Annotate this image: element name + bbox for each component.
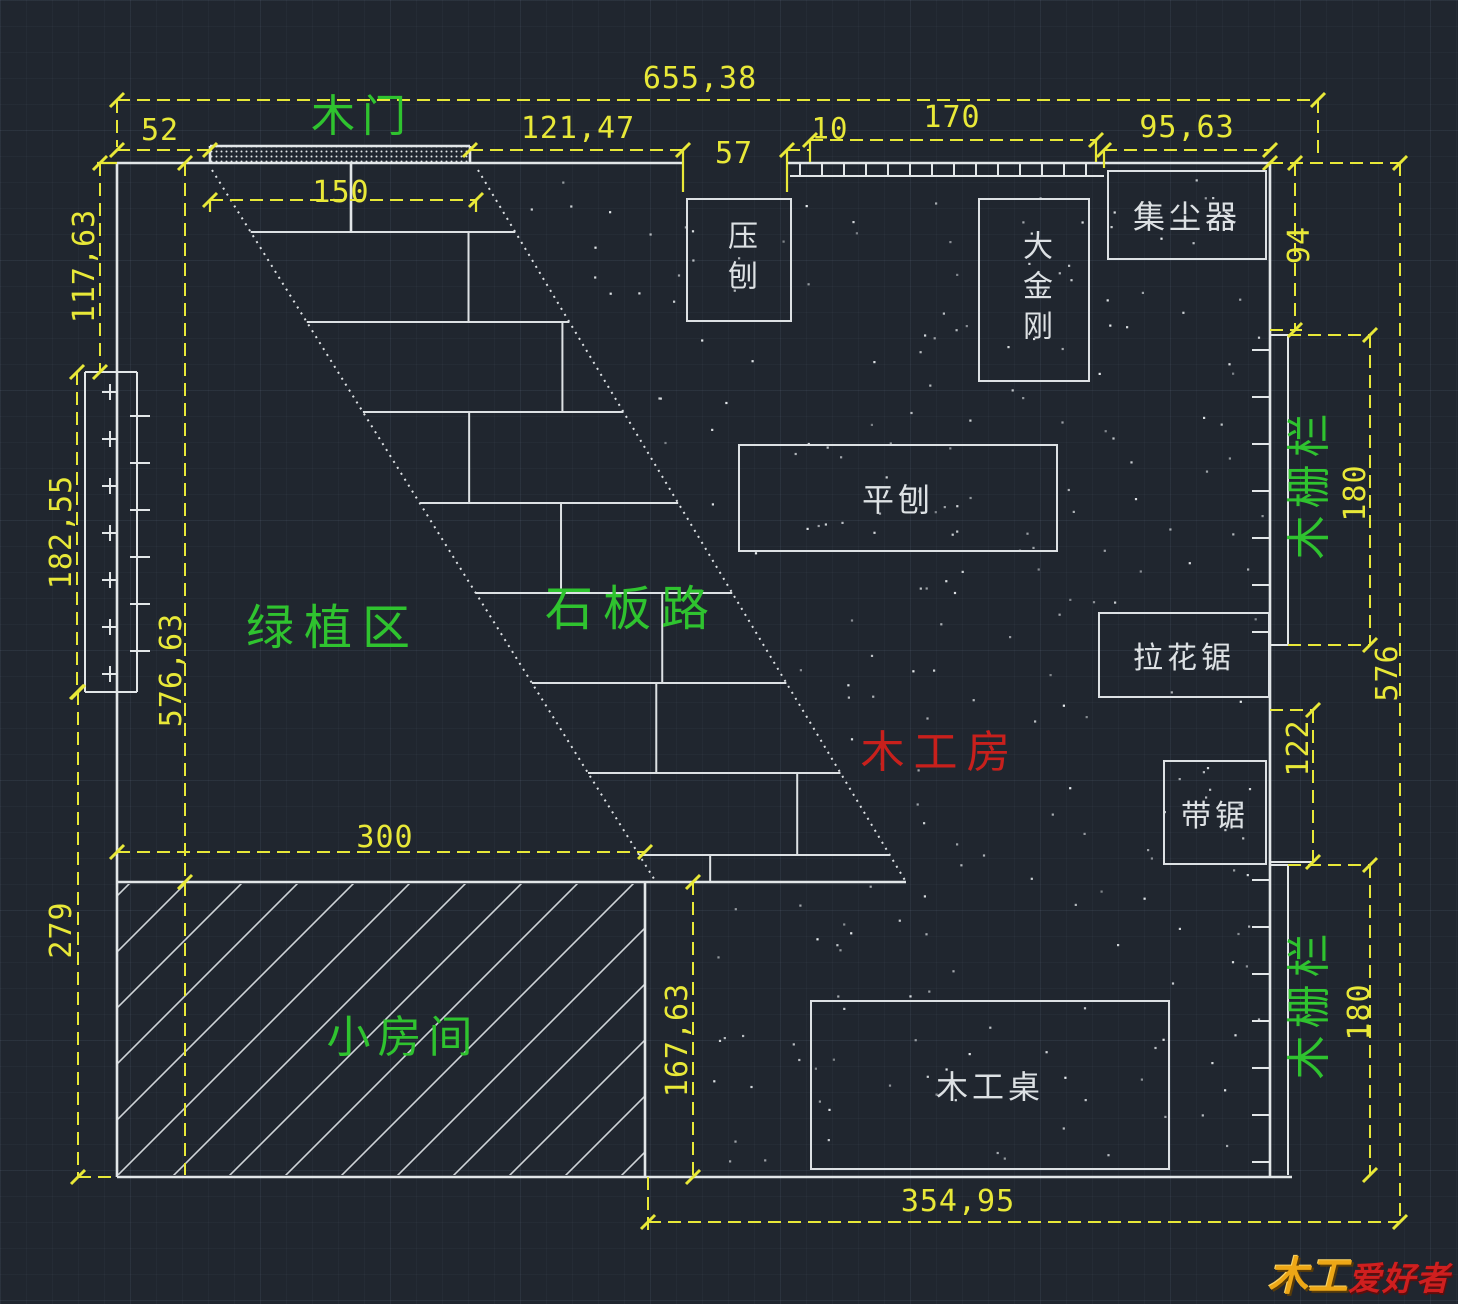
fence-upper-label: 木栅栏 <box>1285 406 1334 560</box>
dim-fence-lower-len: 180 <box>1342 983 1377 1041</box>
dim-win-gap: 10 <box>811 111 849 146</box>
dim-left-top: 117,63 <box>67 208 102 324</box>
dim-left-inner: 576,63 <box>154 612 189 728</box>
stone-path-label: 石板路 <box>544 583 720 636</box>
machine-thickness-planer[interactable]: 压刨 <box>686 198 792 322</box>
dim-bottom-width: 354,95 <box>900 1184 1016 1219</box>
watermark-suffix: 爱好者 <box>1348 1260 1450 1297</box>
fence-lower-label: 木栅栏 <box>1285 926 1334 1080</box>
dimension-lines <box>76 99 1401 1230</box>
green-zone-label: 绿植区 <box>245 602 421 655</box>
machine-table-saw[interactable]: 大金刚 <box>978 198 1090 382</box>
small-room-hatch <box>118 884 646 1175</box>
stone-path-bricks <box>250 231 890 882</box>
dim-right-total: 576 <box>1370 644 1405 702</box>
dim-left-offset: 52 <box>140 113 180 148</box>
workshop-label: 木工房 <box>860 728 1020 777</box>
windows-and-fences <box>84 163 1312 1175</box>
dim-left-bottom: 279 <box>44 901 79 959</box>
machine-workbench[interactable]: 木工桌 <box>810 1000 1170 1170</box>
dim-left-window: 182,55 <box>44 474 79 590</box>
dimension-ticks <box>68 91 1409 1231</box>
wood-door-hatch <box>210 147 470 163</box>
watermark-logo: 木工爱好者 <box>1268 1244 1450 1302</box>
dimension-extensions <box>97 140 1106 212</box>
dim-door-gap: 57 <box>714 136 754 171</box>
dim-top-total: 655,38 <box>642 61 758 96</box>
door-label: 木门 <box>311 92 413 141</box>
dim-small-room-width: 300 <box>356 820 414 855</box>
machine-band-saw[interactable]: 带锯 <box>1163 760 1267 865</box>
watermark-prefix: 木工 <box>1268 1255 1348 1299</box>
machine-jointer[interactable]: 平刨 <box>738 444 1058 552</box>
dim-fence-upper-len: 180 <box>1338 464 1373 522</box>
dim-door-width: 150 <box>312 175 370 210</box>
small-room-label: 小房间 <box>326 1013 480 1062</box>
dim-right-top: 94 <box>1282 225 1317 265</box>
dim-right-gap: 122 <box>1281 719 1316 777</box>
dim-top-right: 95,63 <box>1139 110 1235 145</box>
dim-window-width: 170 <box>923 100 981 135</box>
machine-scroll-saw[interactable]: 拉花锯 <box>1098 612 1270 698</box>
dim-top-mid: 121,47 <box>520 111 636 146</box>
walls <box>115 144 1292 1179</box>
floor-dots <box>530 179 1264 1163</box>
dim-bench-offset: 167,63 <box>660 982 695 1098</box>
machine-dust-collector[interactable]: 集尘器 <box>1107 170 1267 260</box>
